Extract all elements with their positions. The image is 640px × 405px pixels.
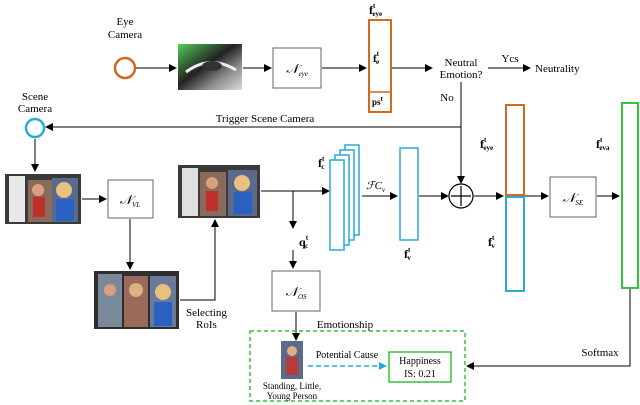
- f-v-feature-bar: [399, 147, 419, 241]
- f-c-stack: [329, 144, 360, 251]
- fc-v-label: ℱCv: [366, 180, 386, 194]
- emotionship-box: [249, 330, 466, 402]
- happiness-label: Happiness: [399, 356, 441, 367]
- neutrality-label: Neutrality: [535, 63, 580, 75]
- concat-eye-part: [505, 104, 525, 196]
- eye-camera-icon: [113, 56, 137, 80]
- potential-cause-label: Potential Cause: [316, 350, 379, 361]
- person-thumbnail: [281, 341, 303, 379]
- selecting-label-1: Selecting: [186, 307, 227, 319]
- selecting-label-2: RoIs: [196, 319, 217, 331]
- no-label: No: [440, 92, 454, 104]
- scene-camera-label-2: Camera: [18, 103, 52, 115]
- emotionship-label: Emotionship: [317, 319, 374, 331]
- scene-image-2: [178, 165, 260, 218]
- arrow-selecting-rois: [180, 219, 219, 301]
- scene-camera-icon: [24, 117, 46, 139]
- n-se-box: [549, 176, 597, 218]
- happiness-box: [388, 351, 452, 383]
- f-eva-feature-bar: [621, 102, 639, 289]
- scene-image-1: [5, 174, 81, 224]
- eye-camera-label-1: Eye: [116, 16, 133, 28]
- eye-image: [178, 44, 242, 90]
- n-vl-box: [107, 179, 154, 219]
- standing-label-1: Standing, Little,: [263, 381, 321, 391]
- f-eye-feature-bar: [368, 19, 392, 113]
- roi-image: [94, 271, 179, 329]
- scene-camera-label-1: Scene: [22, 91, 48, 103]
- n-os-box: [271, 270, 321, 312]
- is-value-label: IS: 0.21: [404, 369, 436, 380]
- n-eye-box: [272, 47, 322, 89]
- yes-label: Ycs: [501, 53, 518, 65]
- trigger-label: Trigger Scene Camera: [216, 113, 315, 125]
- concat-v-part: [505, 196, 525, 292]
- neutral-emotion-label-1: Neutral: [445, 57, 478, 69]
- standing-label-2: Young Person: [267, 391, 318, 401]
- ps-t-label: pst: [372, 95, 384, 107]
- eye-camera-label-2: Camera: [108, 29, 142, 41]
- neutral-emotion-label-2: Emotion?: [440, 69, 483, 81]
- softmax-label: Softmax: [581, 347, 619, 359]
- arrow-softmax: [466, 289, 631, 370]
